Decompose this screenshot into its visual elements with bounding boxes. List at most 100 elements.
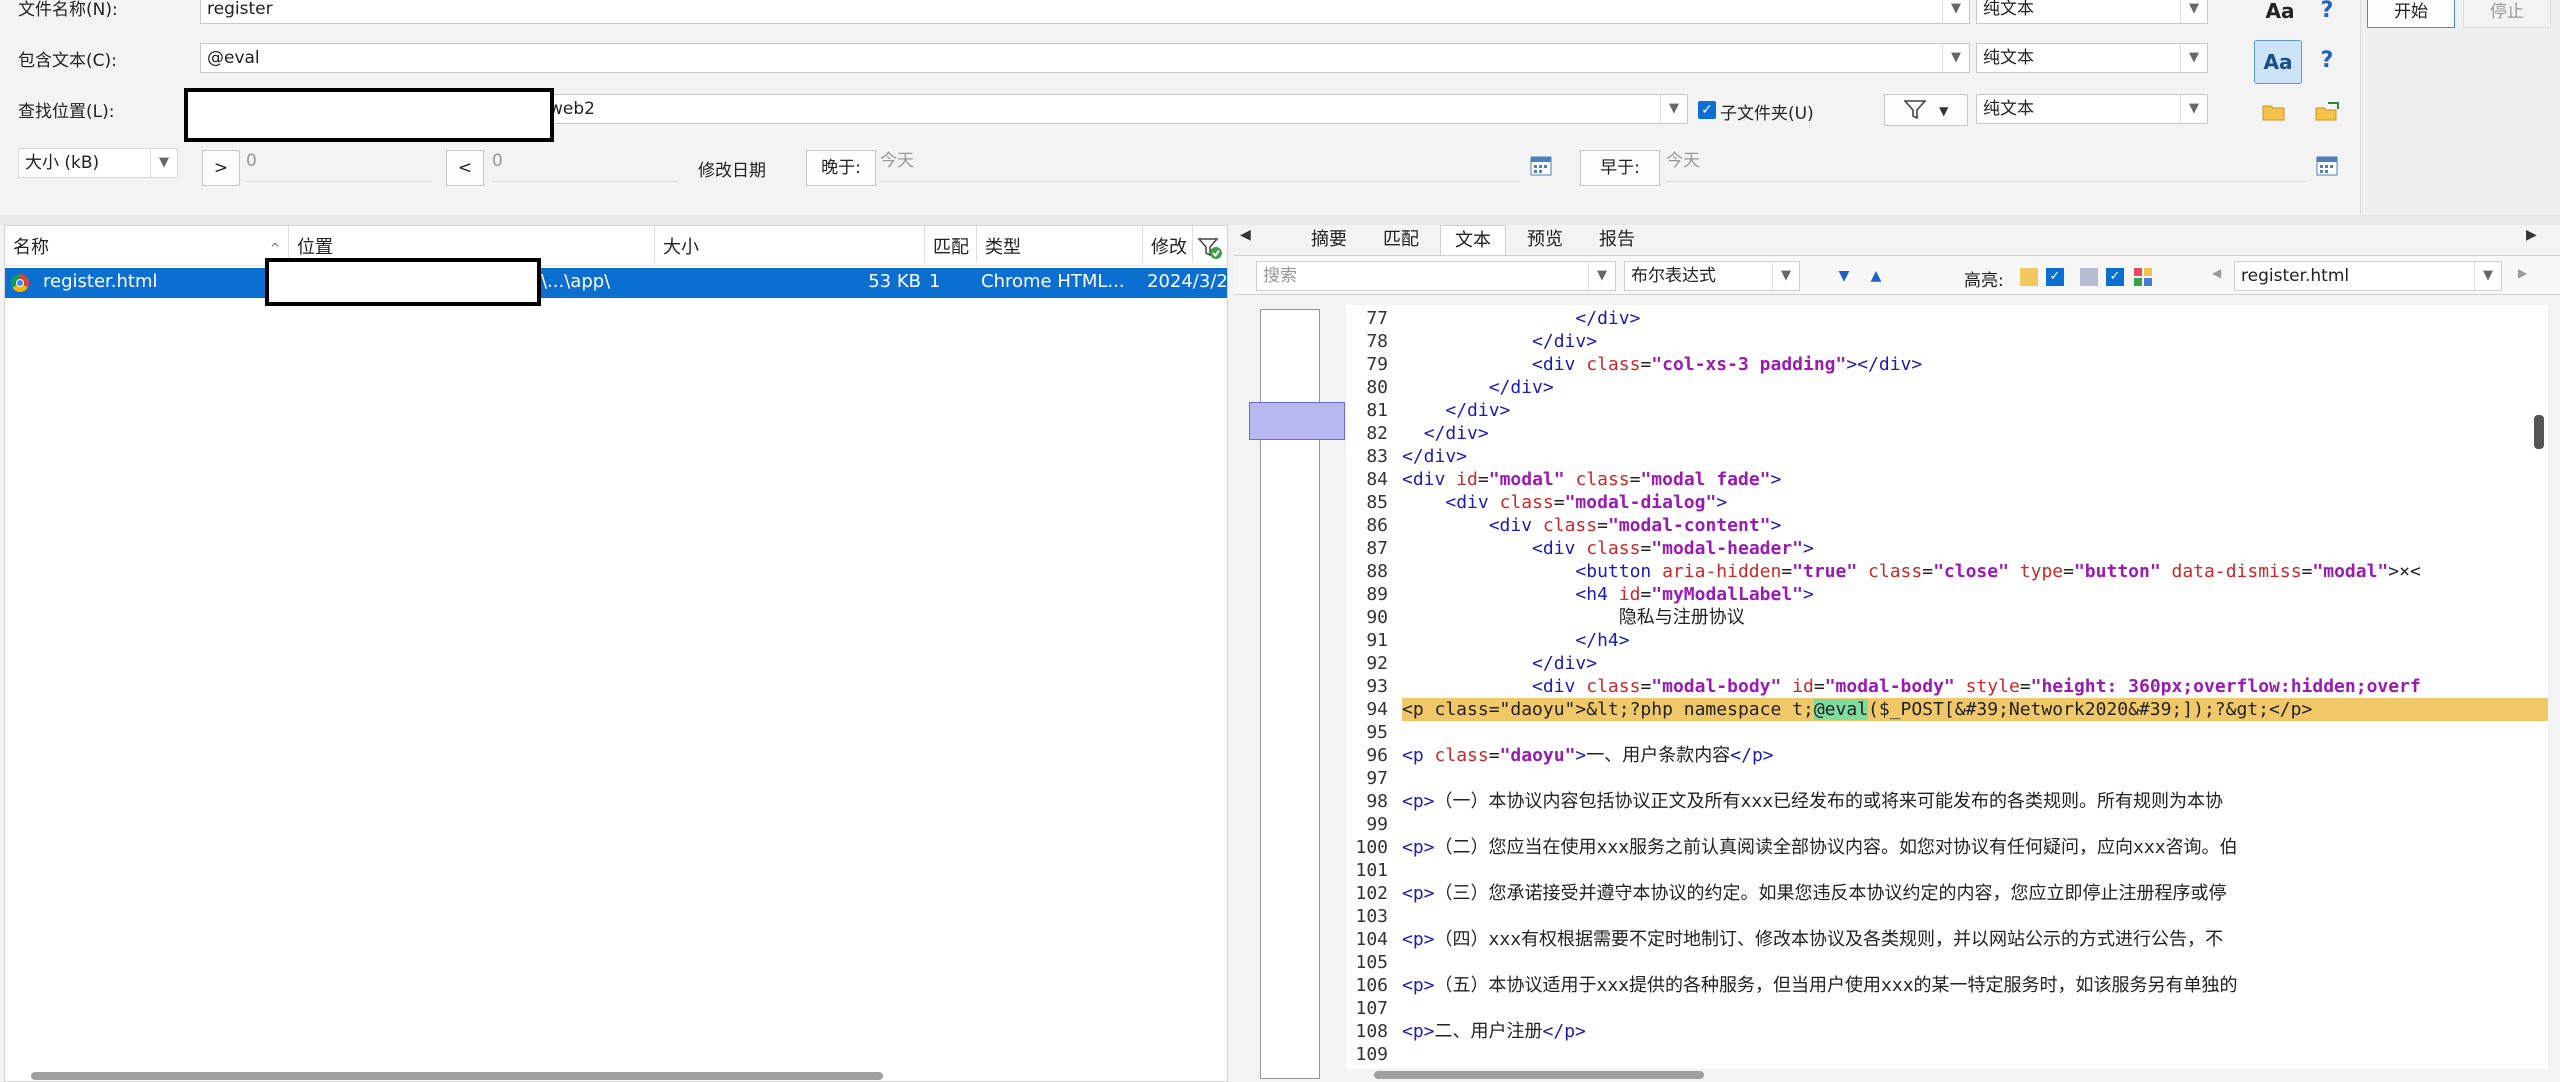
chevron-down-icon[interactable]: ▼ [2180,44,2207,72]
folder-swap-icon[interactable] [2314,100,2342,124]
line-number: 101 [1355,860,1388,881]
chevron-down-icon[interactable]: ▼ [150,149,177,177]
calendar-icon[interactable] [2316,154,2338,176]
contains-input[interactable]: @eval ▼ [200,43,1970,73]
folder-open-icon[interactable] [2262,102,2288,122]
line-number: 88 [1366,561,1388,582]
palette-icon[interactable] [2132,266,2154,288]
vertical-scrollbar[interactable] [2534,415,2544,449]
chevron-down-icon[interactable]: ▼ [1660,95,1687,123]
next-match-icon[interactable]: ▼ [1838,268,1850,284]
line-number: 84 [1366,469,1388,490]
tab-text[interactable]: 文本 [1440,225,1506,255]
line-number: 96 [1366,745,1388,766]
filename-input[interactable]: register ▼ [200,0,1970,24]
code-line: </div> [1423,423,1489,444]
line-number: 103 [1355,906,1388,927]
after-date-input[interactable]: 今天 [880,146,1520,182]
case-sensitive-toggle-text: Aa [2263,50,2293,74]
line-number: 81 [1366,400,1388,421]
highlight-color-yellow[interactable] [2020,268,2038,286]
code-line: <div class="modal-header"> [1532,538,1814,559]
chevron-down-icon[interactable]: ▼ [1942,0,1969,23]
minimap-viewport[interactable] [1249,402,1345,440]
chevron-down-icon[interactable]: ▼ [1588,262,1615,290]
tab-matches[interactable]: 匹配 [1383,229,1419,250]
tab-report[interactable]: 报告 [1599,229,1635,250]
code-horizontal-scrollbar[interactable] [1374,1071,1704,1079]
less-than-input[interactable]: 0 [492,146,678,182]
line-number: 79 [1366,354,1388,375]
highlight-check-2[interactable]: ✓ [2106,268,2124,286]
column-header-modified[interactable]: 修改 [1143,226,1193,262]
help-icon[interactable]: ? [2320,48,2334,73]
chevron-down-icon[interactable]: ▼ [2180,0,2207,23]
tab-summary[interactable]: 摘要 [1311,229,1347,250]
file-prev-arrow[interactable]: ◀ [2212,266,2222,280]
case-sensitive-icon[interactable]: Aa [2265,0,2295,23]
column-header-location[interactable]: 位置 [289,226,655,262]
before-button[interactable]: 早于: [1580,150,1660,186]
line-number: 85 [1366,492,1388,513]
column-header-size[interactable]: 大小 [655,226,925,262]
column-filter-icon[interactable] [1197,235,1223,261]
result-type: Chrome HTML... [981,271,1125,292]
minimap[interactable] [1249,309,1345,1079]
greater-than-value: 0 [246,151,257,171]
start-button[interactable]: 开始 [2367,0,2455,28]
case-sensitive-toggle-icon[interactable]: Aa [2254,40,2302,84]
tab-next-arrow[interactable]: ▶ [2526,227,2537,243]
after-button[interactable]: 晚于: [806,150,876,186]
chevron-down-icon[interactable]: ▼ [1772,262,1799,290]
line-number: 105 [1355,952,1388,973]
greater-than-input[interactable]: 0 [246,146,432,182]
result-name: register.html [43,271,158,292]
column-header-name[interactable]: 名称 ^ [5,226,289,262]
result-location: \...\app\ [541,271,611,292]
chevron-down-icon[interactable]: ▼ [1942,44,1969,72]
highlight-check-1[interactable]: ✓ [2046,268,2064,286]
search-mode-value: 布尔表达式 [1631,266,1716,286]
column-header-matches[interactable]: 匹配 [925,226,977,262]
horizontal-scrollbar[interactable] [31,1072,883,1080]
highlight-color-gray[interactable] [2080,268,2098,286]
filename-value: register [207,0,273,19]
column-header-type[interactable]: 类型 [977,226,1143,262]
size-unit-value: 大小 (kB) [25,153,100,173]
calendar-icon[interactable] [1530,154,1552,176]
code-line: <p>（四）xxx有权根据需要不定时地制订、修改本协议及各类规则，并以网站公示的… [1402,929,2224,950]
table-row[interactable]: register.html \...\app\ 53 KB 1 Chrome H… [5,268,1227,298]
code-line: </div> [1532,653,1598,674]
tab-preview[interactable]: 预览 [1527,229,1563,250]
highlight-label: 高亮: [1964,271,2004,291]
line-number: 80 [1366,377,1388,398]
preview-search-input[interactable]: 搜索 ▼ [1256,261,1616,291]
filter-button[interactable]: ▼ [1884,94,1968,126]
help-icon[interactable]: ? [2320,0,2334,23]
location-mode-select[interactable]: 纯文本 ▼ [1976,94,2208,124]
line-number: 77 [1366,308,1388,329]
size-unit-select[interactable]: 大小 (kB) ▼ [18,148,178,178]
subfolder-checkbox[interactable]: ✓ [1698,101,1716,119]
code-line: </div> [1488,377,1554,398]
contains-mode-select[interactable]: 纯文本 ▼ [1976,43,2208,73]
chevron-down-icon[interactable]: ▼ [2180,95,2207,123]
filename-mode-select[interactable]: 纯文本 ▼ [1976,0,2208,24]
line-number: 95 [1366,722,1388,743]
chevron-down-icon[interactable]: ▼ [2474,262,2501,290]
action-panel: 开始 停止 [2360,0,2560,215]
code-view[interactable]: 77 </div>78 </div>79 <div class="col-xs-… [1346,305,2548,1069]
search-mode-select[interactable]: 布尔表达式 ▼ [1624,261,1800,291]
tab-prev-arrow[interactable]: ◀ [1240,227,1251,243]
location-mode-value: 纯文本 [1983,99,2034,119]
stop-button[interactable]: 停止 [2463,0,2551,28]
prev-match-icon[interactable]: ▲ [1870,268,1882,284]
file-next-arrow[interactable]: ▶ [2518,266,2528,280]
sort-up-icon: ^ [269,241,280,255]
file-select[interactable]: register.html ▼ [2234,261,2502,291]
greater-than-button[interactable]: > [202,150,240,186]
less-than-button[interactable]: < [446,150,484,186]
results-panel: 名称 ^ 位置 大小 匹配 类型 修改 register.html \...\a… [4,225,1228,1082]
before-date-input[interactable]: 今天 [1666,146,2306,182]
code-line: <p>（三）您承诺接受并遵守本协议的约定。如果您违反本协议约定的内容，您应立即停… [1402,883,2227,904]
